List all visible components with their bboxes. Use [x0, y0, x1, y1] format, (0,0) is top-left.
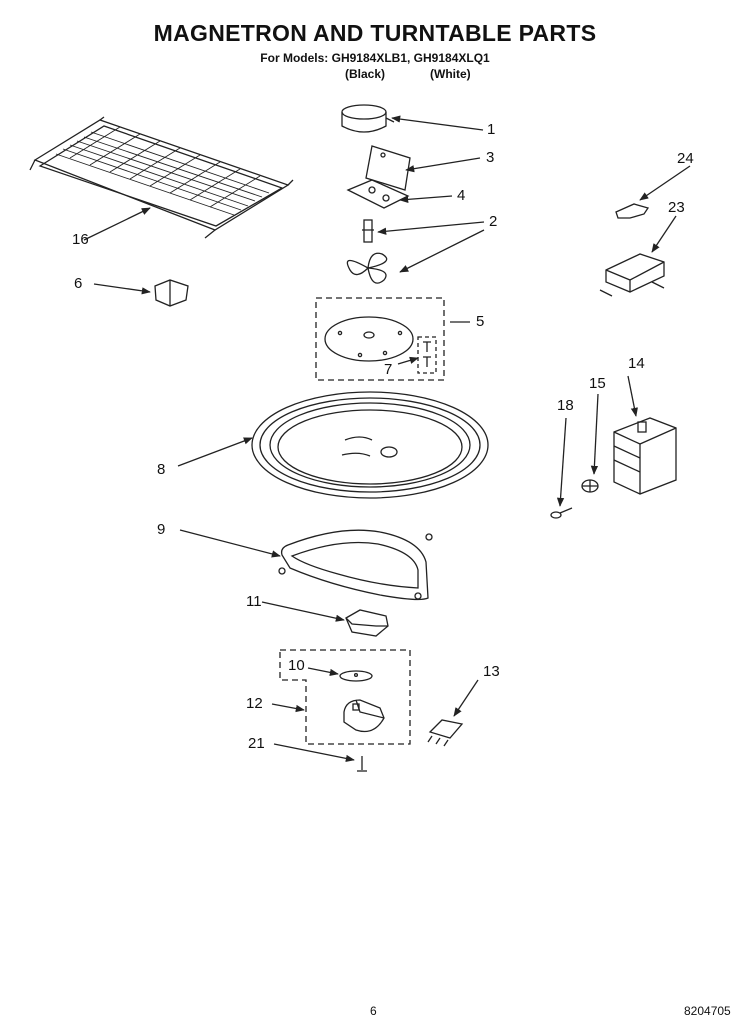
callout-5: 5: [476, 313, 485, 330]
drive-plate-part: [324, 316, 414, 362]
callout-16: 16: [72, 231, 89, 248]
callout-18: 18: [557, 397, 574, 414]
page-title: MAGNETRON AND TURNTABLE PARTS: [153, 20, 597, 46]
wire-rack-part: [29, 116, 294, 239]
bracket-part: [346, 179, 410, 209]
variant-black: (Black): [345, 67, 386, 81]
callout-15: 15: [589, 375, 606, 392]
connector-part: [427, 719, 464, 747]
page-number: 6: [370, 1004, 377, 1018]
callout-9: 9: [157, 521, 166, 538]
roller-ring-part: [278, 529, 433, 601]
small-clip-part: [615, 203, 650, 219]
callout-3: 3: [486, 149, 495, 166]
callout-11: 11: [246, 593, 262, 610]
callout-2: 2: [489, 213, 498, 230]
models-line: For Models: GH9184XLB1, GH9184XLQ1: [260, 51, 490, 65]
callout-4: 4: [457, 187, 466, 204]
callout-10: 10: [288, 657, 305, 674]
callout-21: 21: [248, 735, 265, 752]
insulation-sheet-part: [365, 145, 411, 191]
leader-lines: [83, 115, 691, 762]
callout-13: 13: [483, 663, 500, 680]
motor-part: [341, 104, 395, 133]
clip-part: [154, 279, 189, 307]
screw-7-part: [423, 341, 431, 367]
thermostat-part: [581, 479, 599, 493]
screw-group-box: [417, 336, 437, 374]
mount-bracket-part: [599, 253, 665, 297]
callout-1: 1: [487, 121, 496, 138]
coupler-part: [345, 609, 389, 637]
callout-6: 6: [74, 275, 83, 292]
variant-white: (White): [430, 67, 471, 81]
screw-18-part: [550, 507, 573, 519]
callout-12: 12: [246, 695, 263, 712]
washer-part: [339, 670, 373, 682]
callout-7: 7: [384, 361, 393, 378]
screw-21-part: [357, 756, 367, 772]
callout-14: 14: [628, 355, 645, 372]
callout-24: 24: [677, 150, 694, 167]
turntable-tray-part: [251, 391, 489, 499]
coupler-group-box: [315, 297, 445, 381]
callout-8: 8: [157, 461, 166, 478]
magnetron-part: [613, 417, 677, 495]
document-number: 8204705: [684, 1004, 731, 1018]
motor-group-box: [279, 649, 411, 745]
callout-23: 23: [668, 199, 685, 216]
turntable-motor-part: [343, 699, 385, 733]
stirrer-fan-part: [346, 219, 388, 284]
